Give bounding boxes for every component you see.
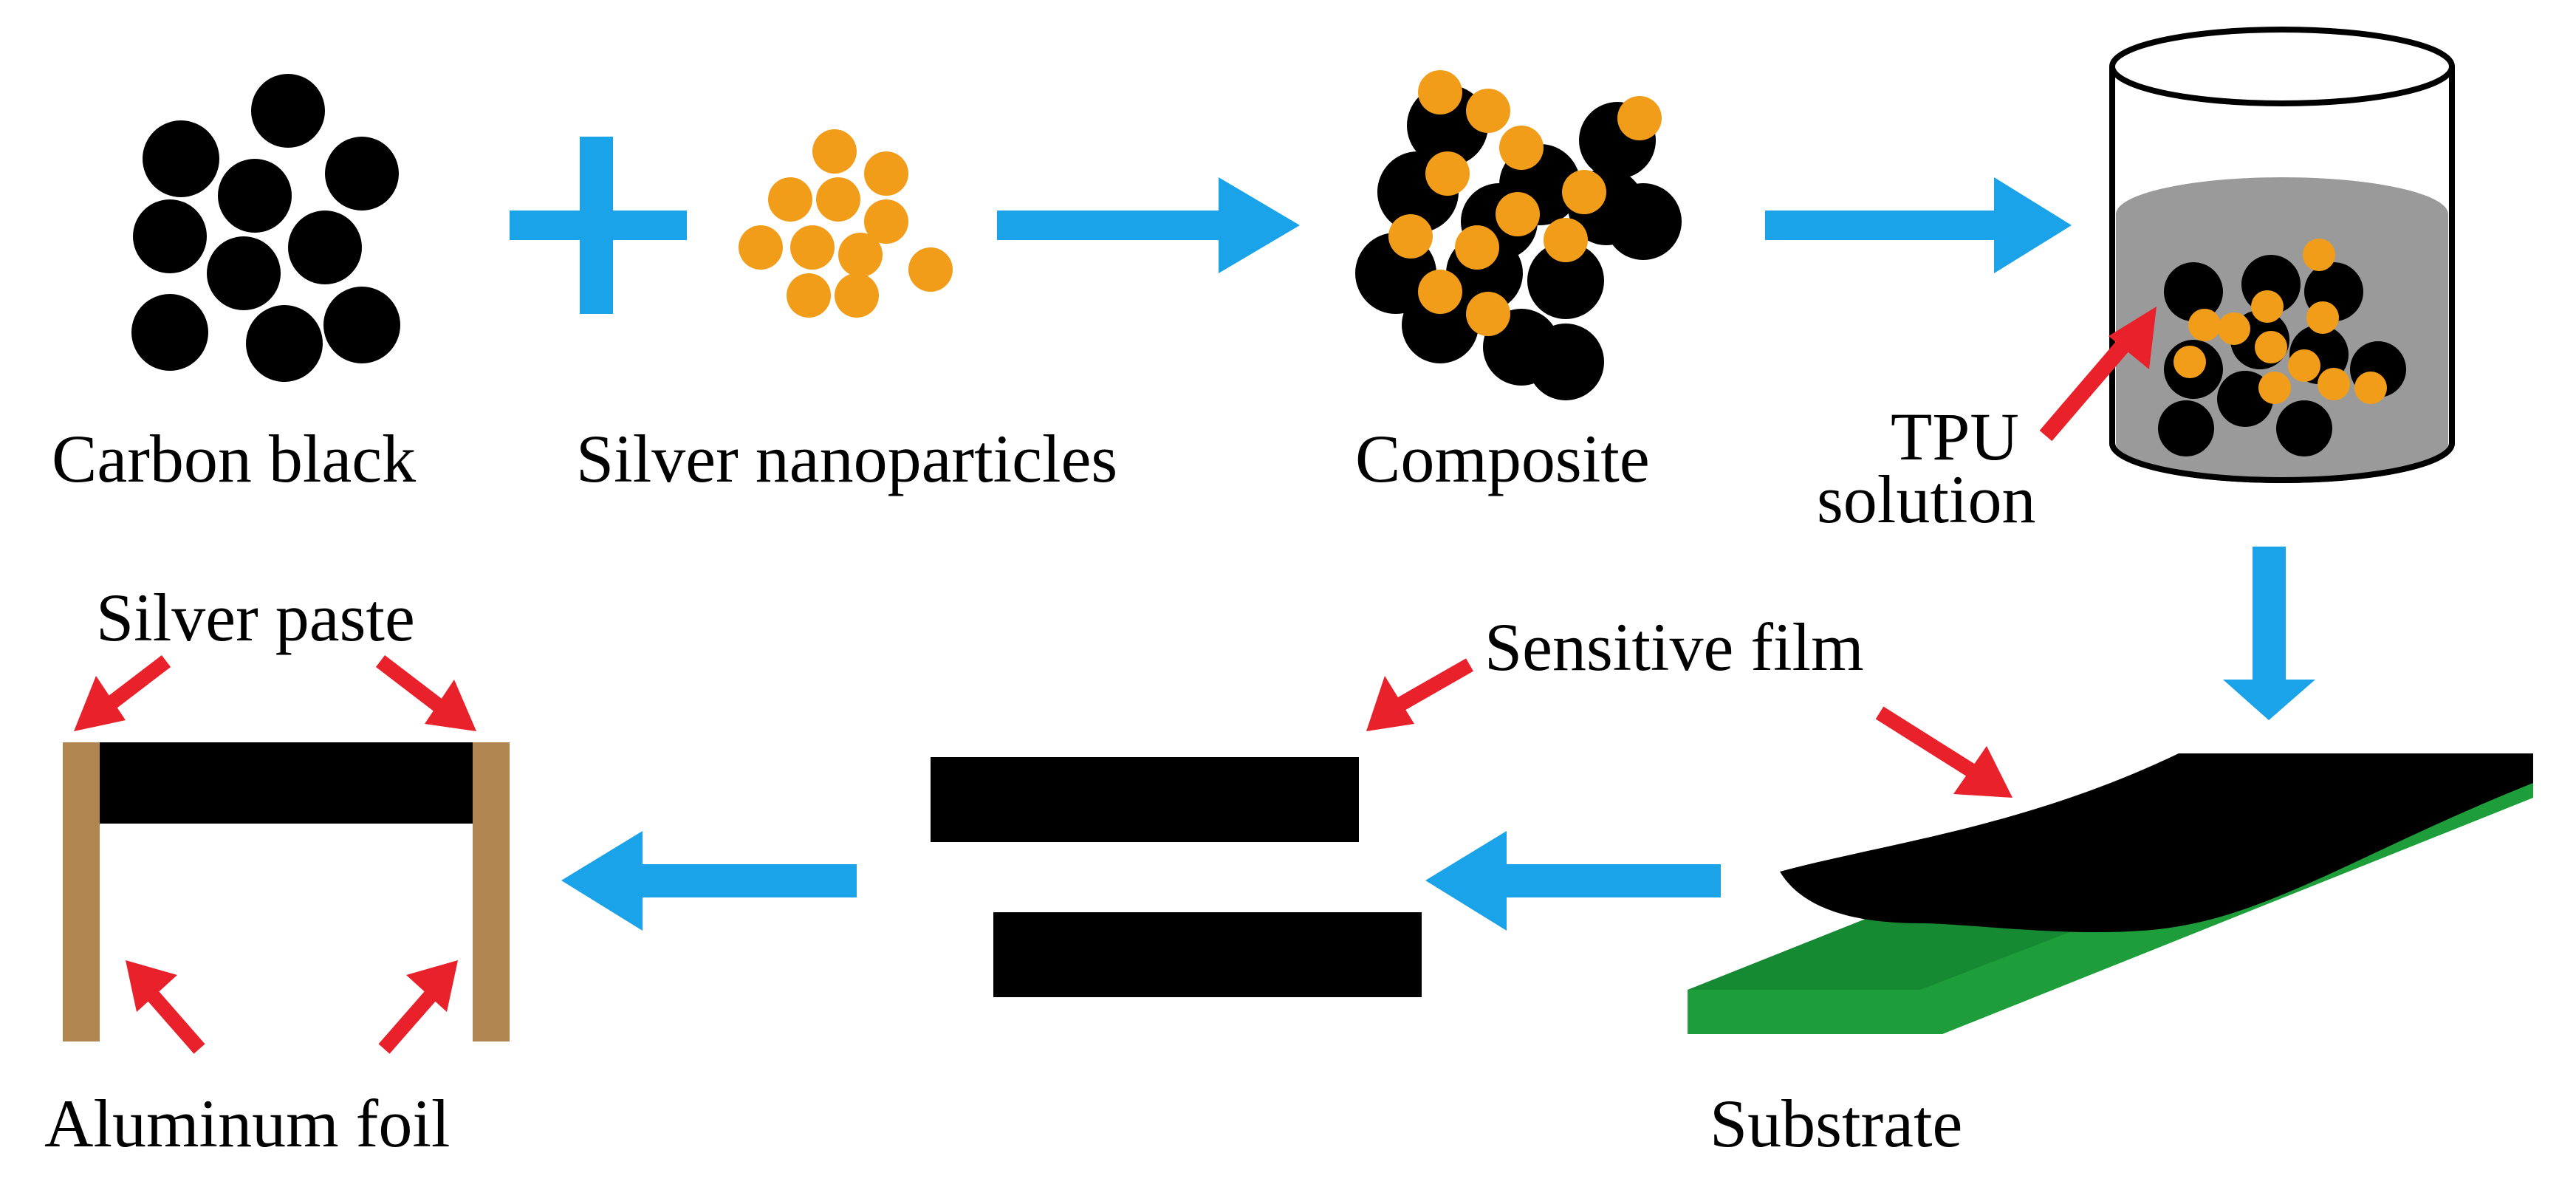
flow-arrow-down bbox=[2223, 547, 2315, 720]
label-silver-paste: Silver paste bbox=[96, 580, 415, 655]
film-strip-bottom bbox=[993, 912, 1422, 997]
label-carbon-black: Carbon black bbox=[52, 421, 417, 496]
label-tpu-solution-line2: solution bbox=[1817, 462, 2036, 537]
silver-paste-pointer-left bbox=[74, 655, 171, 731]
flow-arrow-to-device bbox=[561, 831, 857, 931]
tpu-solution-pointer-arrow bbox=[2039, 307, 2157, 442]
cut-sensitive-films bbox=[931, 757, 1422, 997]
film-strip-top bbox=[931, 757, 1359, 842]
label-silver-nanoparticles: Silver nanoparticles bbox=[576, 421, 1118, 496]
composite-particles bbox=[1355, 70, 1682, 400]
sensitive-film-pointer-right bbox=[1875, 706, 2012, 798]
beaker-composite-particles bbox=[2158, 239, 2406, 456]
sensitive-film-layer bbox=[1780, 753, 2533, 933]
sensitive-film-pointer-left bbox=[1366, 658, 1473, 731]
label-composite: Composite bbox=[1355, 421, 1650, 496]
label-aluminum-foil: Aluminum foil bbox=[44, 1086, 451, 1161]
substrate-with-film bbox=[1688, 753, 2533, 1034]
carbon-black-particles bbox=[131, 74, 400, 382]
label-sensitive-film: Sensitive film bbox=[1484, 609, 1864, 685]
flow-arrow-to-films bbox=[1425, 831, 1721, 931]
silver-paste-pointer-right bbox=[375, 655, 476, 731]
label-tpu-solution-line1: TPU bbox=[1891, 399, 2019, 474]
flow-arrow-to-beaker bbox=[1765, 177, 2072, 273]
label-substrate: Substrate bbox=[1710, 1086, 1963, 1161]
plus-icon bbox=[510, 137, 687, 314]
aluminum-foil-left bbox=[63, 742, 100, 1041]
aluminum-foil-pointer-left bbox=[126, 960, 205, 1054]
aluminum-foil-right bbox=[473, 742, 510, 1041]
sensor-device bbox=[63, 742, 510, 1041]
silver-nanoparticles-cluster bbox=[739, 129, 953, 318]
aluminum-foil-pointer-right bbox=[378, 960, 458, 1054]
flow-arrow-to-composite bbox=[997, 177, 1300, 273]
device-sensitive-film bbox=[100, 742, 473, 824]
